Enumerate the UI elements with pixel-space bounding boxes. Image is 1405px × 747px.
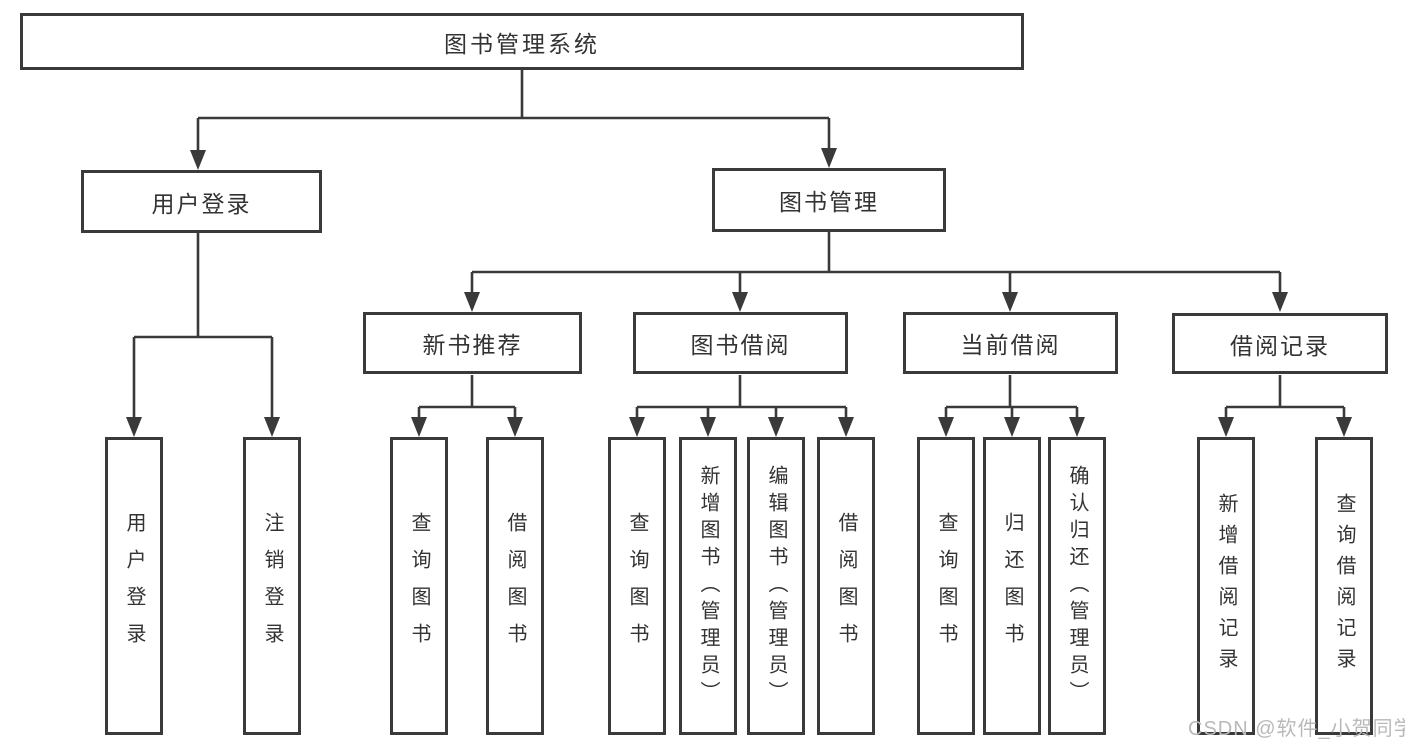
node-new-book-recommend: 新书推荐: [363, 312, 582, 374]
node-user-login: 用户登录: [81, 170, 322, 233]
leaf-logout: 注销登录: [243, 437, 301, 735]
leaf-label: 查询图书: [408, 512, 430, 660]
leaf-label: 用户登录: [123, 512, 145, 660]
node-book-management: 图书管理: [712, 168, 946, 232]
leaf-confirm-return-admin: 确认归还（管理员）: [1048, 437, 1106, 735]
leaf-add-borrow-record: 新增借阅记录: [1197, 437, 1255, 735]
leaf-query-book-recommend: 查询图书: [390, 437, 448, 735]
leaf-label: 确认归还（管理员）: [1066, 464, 1088, 708]
leaf-label: 查询图书: [626, 512, 648, 660]
node-borrow-records: 借阅记录: [1172, 313, 1388, 374]
leaf-label: 查询借阅记录: [1333, 493, 1355, 679]
leaf-edit-book-admin: 编辑图书（管理员）: [747, 437, 805, 735]
node-book-borrow: 图书借阅: [633, 312, 848, 374]
leaf-label: 新增借阅记录: [1215, 493, 1237, 679]
leaf-user-login: 用户登录: [105, 437, 163, 735]
leaf-add-book-admin: 新增图书（管理员）: [679, 437, 737, 735]
leaf-borrow-book: 借阅图书: [817, 437, 875, 735]
leaf-label: 注销登录: [261, 512, 283, 660]
leaf-label: 查询图书: [935, 512, 957, 660]
leaf-query-borrow-record: 查询借阅记录: [1315, 437, 1373, 735]
leaf-query-book-borrow: 查询图书: [608, 437, 666, 735]
csdn-watermark: CSDN @软件_小贺同学: [1188, 718, 1405, 740]
leaf-label: 新增图书（管理员）: [697, 464, 719, 708]
node-root: 图书管理系统: [20, 13, 1024, 70]
leaf-label: 归还图书: [1001, 512, 1023, 660]
leaf-label: 借阅图书: [504, 512, 526, 660]
leaf-query-book-current: 查询图书: [917, 437, 975, 735]
leaf-return-book: 归还图书: [983, 437, 1041, 735]
leaf-label: 借阅图书: [835, 512, 857, 660]
node-current-borrow: 当前借阅: [903, 312, 1118, 374]
leaf-borrow-book-recommend: 借阅图书: [486, 437, 544, 735]
leaf-label: 编辑图书（管理员）: [765, 464, 787, 708]
